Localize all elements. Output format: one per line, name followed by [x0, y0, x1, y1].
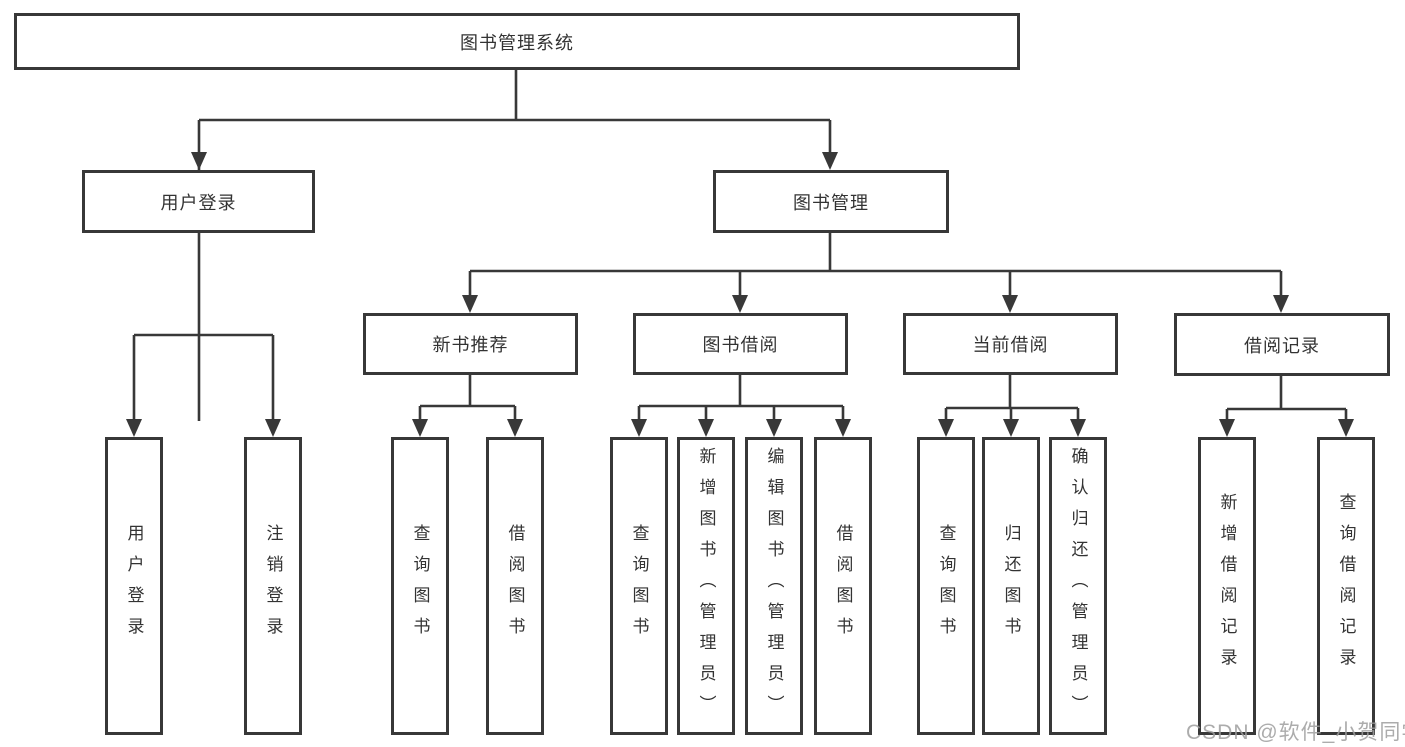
leaf-borrow-edit: 编辑图书（管理员）: [745, 437, 803, 735]
leaf-borrow-edit-label: 编辑图书（管理员）: [764, 446, 784, 726]
leaf-logout: 注销登录: [244, 437, 302, 735]
leaf-newbooks-query: 查询图书: [391, 437, 449, 735]
node-user-login-label: 用户登录: [160, 192, 237, 213]
arrowheads: [126, 152, 1354, 437]
node-book-mgmt-label: 图书管理: [793, 192, 869, 213]
leaf-borrow-add: 新增图书（管理员）: [677, 437, 735, 735]
leaf-records-add-label: 新增借阅记录: [1217, 493, 1237, 679]
node-current-borrow: 当前借阅: [903, 313, 1118, 375]
node-borrow-records: 借阅记录: [1174, 313, 1390, 376]
node-root-label: 图书管理系统: [460, 32, 574, 53]
node-book-mgmt: 图书管理: [713, 170, 949, 233]
leaf-newbooks-borrow-label: 借阅图书: [505, 524, 525, 648]
node-user-login: 用户登录: [82, 170, 315, 233]
node-new-books: 新书推荐: [363, 313, 578, 375]
leaf-records-add: 新增借阅记录: [1198, 437, 1256, 735]
leaf-user-login: 用户登录: [105, 437, 163, 735]
leaf-current-confirm: 确认归还（管理员）: [1049, 437, 1107, 735]
leaf-current-return: 归还图书: [982, 437, 1040, 735]
csdn-watermark: CSDN @软件_小贺同学: [1186, 721, 1405, 744]
leaf-borrow-borrow-label: 借阅图书: [833, 524, 853, 648]
leaf-borrow-add-label: 新增图书（管理员）: [696, 446, 716, 726]
leaf-current-query: 查询图书: [917, 437, 975, 735]
leaf-newbooks-query-label: 查询图书: [410, 524, 430, 648]
node-new-books-label: 新书推荐: [432, 335, 509, 355]
node-book-borrow: 图书借阅: [633, 313, 848, 375]
leaf-logout-label: 注销登录: [263, 524, 283, 648]
leaf-current-return-label: 归还图书: [1001, 524, 1021, 648]
node-book-borrow-label: 图书借阅: [702, 335, 779, 355]
leaf-borrow-query: 查询图书: [610, 437, 668, 735]
node-root: 图书管理系统: [14, 13, 1020, 70]
leaf-records-query-label: 查询借阅记录: [1336, 493, 1356, 679]
leaf-user-login-label: 用户登录: [124, 524, 144, 648]
node-current-borrow-label: 当前借阅: [972, 335, 1049, 355]
leaf-current-query-label: 查询图书: [936, 524, 956, 648]
leaf-borrow-borrow: 借阅图书: [814, 437, 872, 735]
leaf-borrow-query-label: 查询图书: [629, 524, 649, 648]
connector-paths: [132, 70, 1348, 421]
leaf-current-confirm-label: 确认归还（管理员）: [1068, 446, 1088, 726]
node-borrow-records-label: 借阅记录: [1244, 335, 1320, 356]
leaf-records-query: 查询借阅记录: [1317, 437, 1375, 735]
leaf-newbooks-borrow: 借阅图书: [486, 437, 544, 735]
